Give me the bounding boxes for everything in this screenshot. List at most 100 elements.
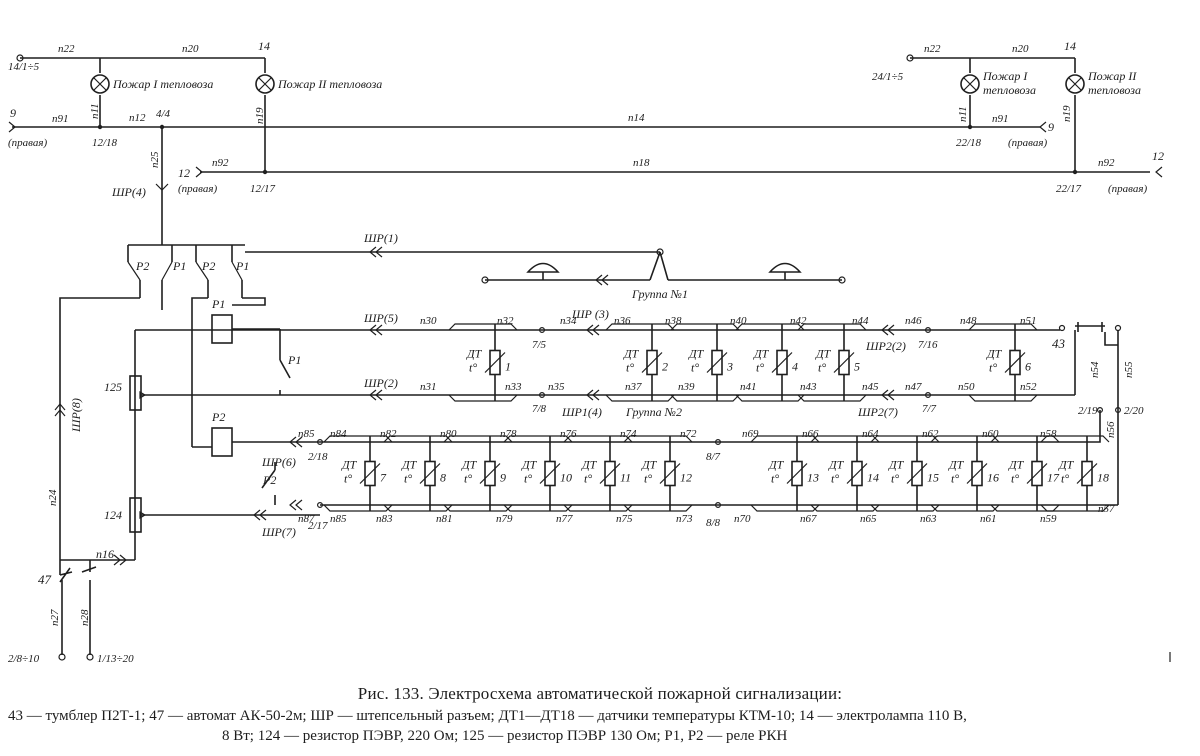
- label-lamp-fire-2: Пожар II тепловоза: [277, 77, 382, 91]
- label-2-18: 2/18: [308, 451, 328, 463]
- resistor-125: [129, 375, 147, 411]
- wire-label-top-8: п46: [905, 315, 922, 327]
- resistor-124: [129, 497, 147, 533]
- label-8-8: 8/8: [706, 517, 721, 529]
- label-relay-p1-coil: Р1: [211, 297, 225, 311]
- connector-sr2-2: [881, 324, 895, 336]
- junction-12-17: [262, 169, 268, 175]
- wire-label-g3-top-10: п64: [862, 428, 879, 440]
- wire-label-mid-4: п39: [678, 381, 695, 393]
- wire-label-g3-top-1: п84: [330, 428, 347, 440]
- connector-sr7: [289, 499, 303, 511]
- sensor-label-dt-8: ДТ: [401, 458, 418, 472]
- wire-label-g3-bot-7: п73: [676, 513, 693, 525]
- label-sr1: ШР(1): [363, 231, 398, 245]
- temperature-sensor-6: ДТt°6: [968, 323, 1038, 402]
- sensor-label-t-5: t°: [818, 361, 826, 375]
- sensor-label-t-14: t°: [831, 472, 839, 486]
- wire-label-g3-bot-8: п70: [734, 513, 751, 525]
- label-group-1: Группа №1: [631, 287, 688, 301]
- label-p14: п14: [628, 112, 645, 124]
- wire-label-mid-8: п47: [905, 381, 922, 393]
- junction-2-17: [317, 502, 324, 509]
- temperature-sensor-9: ДТt°9: [443, 435, 513, 512]
- label-group-2: Группа №2: [625, 405, 682, 419]
- sensor-label-dt-17: ДТ: [1008, 458, 1025, 472]
- sensor-number-5: 5: [854, 360, 860, 374]
- junction-7-7: [924, 392, 931, 399]
- label-pravaya-12: (правая): [178, 183, 217, 195]
- group-2-sensor-loop: ШР(5) ШР(2) ШР (3) ШР1(4) Группа №2 ШР2(…: [363, 307, 1144, 515]
- wire-label-g3-bot-1: п85: [330, 513, 347, 525]
- sensor-label-t-17: t°: [1011, 472, 1019, 486]
- label-p91: п91: [52, 113, 69, 125]
- junction-4-4: [159, 124, 165, 130]
- label-p55: п55: [1123, 361, 1135, 378]
- junction-8-7: [714, 439, 721, 446]
- sensor-label-t-2: t°: [626, 361, 634, 375]
- connector-sr1: [369, 246, 383, 258]
- junction-2-19: [1096, 407, 1103, 414]
- wire-label-g3-top-4: п78: [500, 428, 517, 440]
- automat-47: 47 п27 п28 2/8÷10 1/13÷20: [8, 560, 134, 665]
- label-toggle-43: 43: [1052, 336, 1066, 351]
- label-p22-right: п22: [924, 43, 941, 55]
- label-relay-p2-coil: Р2: [211, 410, 225, 424]
- wire-label-mid-5: п41: [740, 381, 757, 393]
- label-p22: п22: [58, 43, 75, 55]
- temperature-sensor-4: ДТt°4: [735, 323, 805, 402]
- junction-2-20: [1114, 407, 1121, 414]
- wire-label-mid-9: п50: [958, 381, 975, 393]
- wire-label-mid-0: п31: [420, 381, 437, 393]
- thermistor-3: [711, 349, 723, 376]
- wire-label-g3-top-9: п66: [802, 428, 819, 440]
- sensor-label-dt-13: ДТ: [768, 458, 785, 472]
- temperature-sensor-10: ДТt°10: [503, 435, 573, 512]
- label-relay-p2-contact-c: Р2: [262, 473, 276, 487]
- sensor-label-dt-10: ДТ: [521, 458, 538, 472]
- label-lamp-fire-1-right-b: тепловоза: [983, 83, 1036, 97]
- sensor-number-15: 15: [927, 471, 939, 485]
- sensor-number-12: 12: [680, 471, 692, 485]
- sensor-label-dt-7: ДТ: [341, 458, 358, 472]
- sensor-label-t-15: t°: [891, 472, 899, 486]
- label-p24: п24: [47, 489, 59, 506]
- label-7-8: 7/8: [532, 403, 547, 415]
- connector-sr4: [155, 183, 169, 191]
- wire-label-mid-10: п52: [1020, 381, 1037, 393]
- label-resistor-125: 125: [104, 380, 122, 394]
- label-sr2-7: ШР2(7): [857, 405, 898, 419]
- thermistor-8: [424, 460, 436, 487]
- wire-label-g3-bot-0: п87: [298, 513, 315, 525]
- figure-caption: Рис. 133. Электросхема автоматической по…: [0, 684, 1200, 746]
- label-p56: п56: [1105, 421, 1117, 438]
- wire-label-top-9: п48: [960, 315, 977, 327]
- terminal-1-13-20: [86, 653, 94, 661]
- caption-title: Рис. 133. Электросхема автоматической по…: [357, 684, 843, 703]
- terminal-group1-right: [838, 276, 846, 284]
- sensor-number-17: 17: [1047, 471, 1060, 485]
- label-pravaya-12-right: (правая): [1108, 183, 1147, 195]
- thermistor-9: [484, 460, 496, 487]
- connector-sr3: [586, 324, 600, 336]
- label-p20: п20: [182, 43, 199, 55]
- label-sr6: ШР(6): [261, 455, 296, 469]
- thermistor-1: [489, 349, 501, 376]
- terminal-group1-top: [656, 248, 664, 256]
- label-relay-p2-contact-b: Р2: [201, 259, 215, 273]
- sensor-label-t-1: t°: [469, 361, 477, 375]
- wire-label-g3-bot-12: п61: [980, 513, 997, 525]
- sensor-label-t-6: t°: [989, 361, 997, 375]
- label-7-7: 7/7: [922, 403, 937, 415]
- label-lamp-14: 14: [258, 39, 270, 53]
- wire-label-top-5: п40: [730, 315, 747, 327]
- sensor-label-dt-15: ДТ: [888, 458, 905, 472]
- wire-label-g3-top-11: п62: [922, 428, 939, 440]
- sensor-row-group-3: ДТt°7ДТt°8ДТt°9ДТt°10ДТt°11ДТt°12ДТt°13Д…: [323, 435, 1110, 512]
- label-7-16: 7/16: [918, 339, 938, 351]
- label-p19-right: п19: [1061, 105, 1073, 122]
- wire-label-g3-top-0: п85: [298, 428, 315, 440]
- terminal-24-1-5: [906, 54, 914, 62]
- junction-8-8: [714, 502, 721, 509]
